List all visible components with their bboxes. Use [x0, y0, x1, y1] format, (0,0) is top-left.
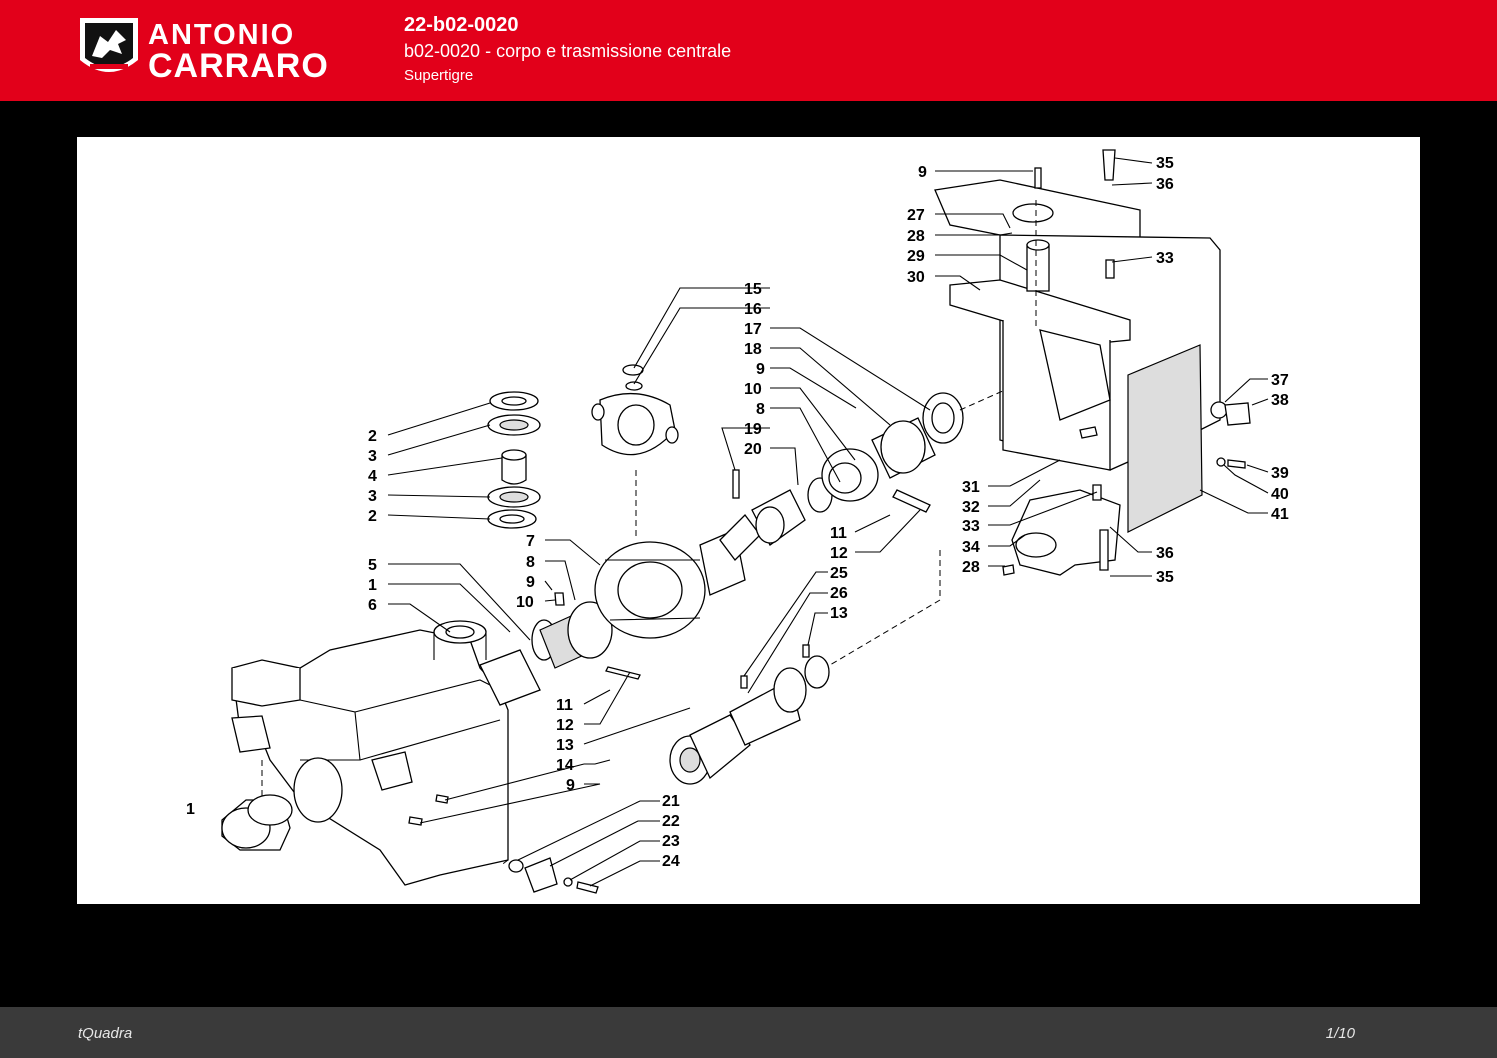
part-label: 30: [907, 269, 925, 286]
part-label: 2: [368, 428, 377, 445]
small-fasteners: [408, 592, 641, 894]
part-label: 1: [368, 577, 377, 594]
part-label: 1: [186, 801, 195, 818]
part-label: 9: [566, 777, 575, 794]
main-housing: [221, 620, 509, 886]
brand-top-text: ANTONIO: [148, 19, 295, 51]
part-label: 6: [368, 597, 377, 614]
part-label: 11: [556, 697, 573, 714]
part-label: 33: [962, 518, 980, 535]
front-frame: [934, 149, 1251, 576]
part-label: 10: [744, 381, 762, 398]
part-label: 39: [1271, 465, 1289, 482]
part-description: b02-0020 - corpo e trasmissione centrale: [404, 41, 732, 61]
part-label: 9: [756, 361, 765, 378]
part-label: 27: [907, 207, 925, 224]
footer-bar: tQuadra 1/10: [0, 1007, 1497, 1058]
part-label: 26: [830, 585, 848, 602]
part-label: 10: [516, 594, 534, 611]
part-label: 11: [830, 525, 847, 542]
part-label: 36: [1156, 545, 1174, 562]
part-label: 22: [662, 813, 680, 830]
part-label: 28: [962, 559, 980, 576]
part-label: 32: [962, 499, 980, 516]
part-label: 8: [526, 554, 535, 571]
brand-bottom-text: CARRARO: [148, 47, 329, 84]
part-label: 41: [1271, 506, 1289, 523]
part-label: 8: [756, 401, 765, 418]
part-label: 15: [744, 281, 762, 298]
part-label: 2: [368, 508, 377, 525]
part-label: 9: [918, 164, 927, 181]
part-label: 24: [662, 853, 680, 870]
part-label: 35: [1156, 155, 1174, 172]
bearing-carrier: [591, 364, 679, 456]
diagram-panel: 2 3 4 3 2 5 1 6 1 7 8 9 10 11 12 13 14 9…: [77, 137, 1420, 904]
upper-joint-shafts: [719, 392, 964, 561]
part-label: 12: [830, 545, 848, 562]
part-label: 3: [368, 488, 377, 505]
part-code: 22-b02-0020: [404, 14, 519, 36]
part-label: 7: [526, 533, 535, 550]
part-label: 21: [662, 793, 680, 810]
page-number: 1/10: [1325, 1025, 1355, 1042]
part-label: 28: [907, 228, 925, 245]
part-label: 4: [368, 468, 377, 485]
part-label: 13: [556, 737, 574, 754]
part-label: 14: [556, 757, 574, 774]
part-label: 17: [744, 321, 762, 338]
part-label: 36: [1156, 176, 1174, 193]
part-label: 9: [526, 574, 535, 591]
part-label: 13: [830, 605, 848, 622]
part-label: 5: [368, 557, 377, 574]
part-label: 37: [1271, 372, 1289, 389]
header-bar: ANTONIO CARRARO 22-b02-0020 b02-0020 - c…: [0, 0, 1497, 101]
part-label: 3: [368, 448, 377, 465]
part-label: 33: [1156, 250, 1174, 267]
differential-assembly: [479, 529, 746, 706]
part-label: 35: [1156, 569, 1174, 586]
part-label: 20: [744, 441, 762, 458]
antonio-carraro-logo: ANTONIO CARRARO: [80, 18, 329, 84]
part-label: 12: [556, 717, 574, 734]
part-label: 18: [744, 341, 762, 358]
leader-lines: [261, 157, 1269, 887]
part-label: 38: [1271, 392, 1289, 409]
washer-stack: [487, 391, 541, 529]
part-label: 25: [830, 565, 848, 582]
part-label: 23: [662, 833, 680, 850]
exploded-parts-diagram: 2 3 4 3 2 5 1 6 1 7 8 9 10 11 12 13 14 9…: [186, 149, 1289, 894]
footer-brand: tQuadra: [78, 1025, 133, 1042]
part-label: 19: [744, 421, 762, 438]
part-label: 34: [962, 539, 980, 556]
part-label: 16: [744, 301, 762, 318]
part-label: 40: [1271, 486, 1289, 503]
part-labels: 2 3 4 3 2 5 1 6 1 7 8 9 10 11 12 13 14 9…: [186, 155, 1289, 870]
lower-joint-shaft: [669, 644, 830, 785]
model-name: Supertigre: [404, 67, 474, 84]
part-label: 29: [907, 248, 925, 265]
part-label: 31: [962, 479, 980, 496]
